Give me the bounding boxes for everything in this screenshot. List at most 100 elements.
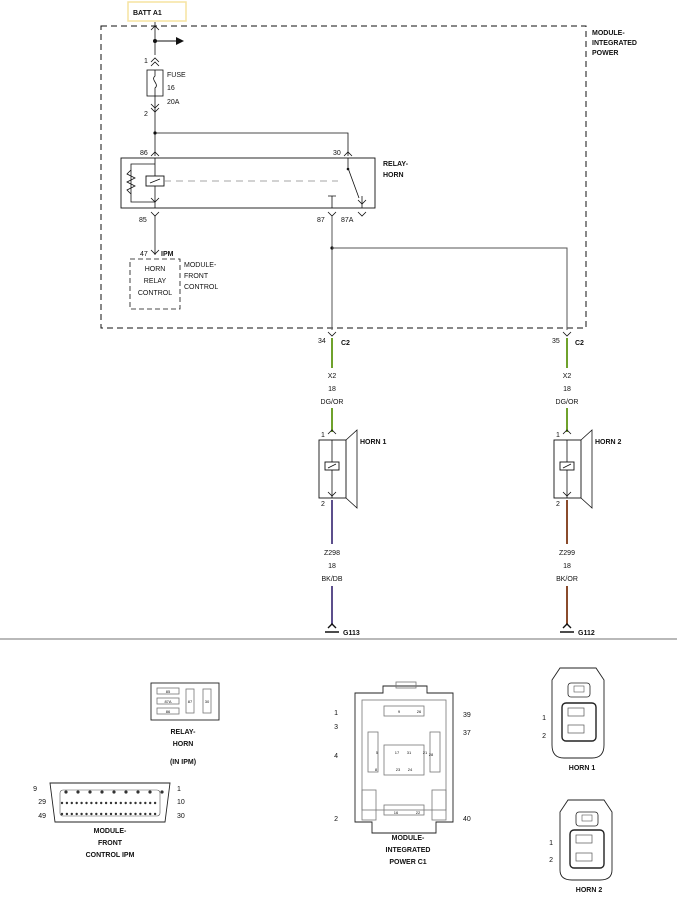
mip-pin-39: 39	[463, 712, 471, 719]
fuse-label: FUSE	[167, 72, 186, 79]
horn1-winding-icon	[327, 463, 337, 469]
mfc-pin-dot	[124, 801, 127, 805]
left-ground-label: G113	[343, 630, 360, 637]
horn2-body	[553, 439, 582, 499]
mfc-pin-dot	[60, 801, 64, 805]
mfc-pin-dot	[112, 790, 116, 794]
relay-conn-label-2: HORN	[173, 741, 194, 748]
horn2-pin-bottom: 2	[556, 501, 560, 508]
left-ground-color: BK/DB	[321, 576, 342, 583]
mfc-pin-dot	[90, 812, 93, 816]
ipm-horn-relay-control-box	[129, 258, 181, 310]
right-wire-color: DG/OR	[556, 399, 579, 406]
mip-inner-9: 9	[398, 709, 401, 714]
mfc-pin-dot	[153, 801, 157, 805]
g112-ground-icon	[560, 623, 574, 633]
mfc-label-2: FRONT	[98, 840, 123, 847]
mip-pin-3: 3	[334, 724, 338, 731]
mfc-pin-dot	[75, 801, 78, 805]
fuse-element-icon	[153, 70, 157, 96]
mfc-pin-dot	[95, 812, 98, 816]
horn1-symbol: 1 HORN 1 2	[318, 429, 387, 509]
relay-name-1: RELAY-	[383, 161, 409, 168]
ipm-module-1: MODULE-	[184, 262, 217, 269]
horn2-winding-icon	[562, 463, 572, 469]
relay-resistor-icon	[126, 169, 136, 195]
mfc-pin-dot	[119, 812, 123, 816]
right-ground-label: G112	[578, 630, 595, 637]
relay-pin-87: 87	[317, 217, 325, 224]
relay-cav-30: 30	[205, 699, 210, 704]
left-connector: C2	[341, 340, 350, 347]
horn2-bottom-chevron-icon	[562, 491, 572, 497]
relay-conn-label-3: (IN IPM)	[170, 759, 196, 766]
relay-86-chevron-icon	[150, 151, 160, 157]
relay-conn-label-1: RELAY-	[170, 729, 196, 736]
right-ground-gauge: 18	[563, 563, 571, 570]
right-circuit: X2	[563, 373, 572, 380]
horn2-bell-icon	[580, 429, 593, 509]
relay-87a-chevron-icon	[357, 211, 367, 217]
fuse-pin-top: 1	[144, 58, 148, 65]
mip-c1-label-2: INTEGRATED	[386, 847, 431, 854]
coil-winding-icon	[149, 178, 161, 184]
mfc-pin-dot	[85, 812, 88, 816]
horn2-symbol: 1 HORN 2 2	[553, 429, 622, 509]
batt-highlight	[127, 1, 187, 22]
ipm-pin-chevron-icon	[150, 249, 160, 255]
mfc-pin-29: 29	[38, 799, 46, 806]
mfc-pin-dot	[76, 790, 80, 794]
mfc-pin-dot	[144, 801, 147, 805]
relay-30-chevron-icon	[343, 151, 353, 157]
right-connector: C2	[575, 340, 584, 347]
mfc-pin-30: 30	[177, 813, 185, 820]
left-wire-color: DG/OR	[321, 399, 344, 406]
mfc-pin-dot	[100, 790, 104, 794]
mfc-pin-dot	[160, 790, 164, 794]
mfc-pin-dot	[134, 812, 137, 816]
mfc-pin-dot	[90, 801, 93, 805]
ipm-connector: IPM	[161, 251, 174, 258]
mfc-pin-dot	[109, 812, 113, 816]
relay-87-chevron-icon	[327, 211, 337, 217]
horn1-bell-icon	[345, 429, 358, 509]
ipm-pin: 47	[140, 251, 148, 258]
mfc-pin-dot	[88, 790, 92, 794]
horn2-pin-top: 1	[556, 432, 560, 439]
mfc-label-1: MODULE-	[94, 828, 127, 835]
mfc-pin-dot	[80, 801, 83, 805]
mfc-pin-dot	[100, 812, 103, 816]
mfc-pin-dot	[114, 801, 118, 805]
mfc-pin-9: 9	[33, 786, 37, 793]
switch-pivot	[346, 167, 350, 171]
mip-inner-8: 8	[375, 767, 378, 772]
mfc-pin-dot	[64, 790, 68, 794]
mfc-pin-dot	[119, 801, 123, 805]
mip-c1-label-1: MODULE-	[392, 835, 425, 842]
relay-87-contact	[328, 195, 336, 208]
horn1-name: HORN 1	[360, 439, 387, 446]
mfc-pin-dot	[139, 801, 142, 805]
mfc-pin-dot	[70, 801, 74, 805]
mfc-pin-dot	[65, 812, 69, 816]
mip-inner-22: 22	[416, 810, 421, 815]
horn1-pin-bottom: 2	[321, 501, 325, 508]
horn2-top-chevron-icon	[562, 429, 572, 435]
horn2-conn-pin-2: 2	[549, 857, 553, 864]
horn1-conn-pin-1: 1	[542, 715, 546, 722]
mfc-pin-dot	[114, 812, 118, 816]
mfc-pin-1: 1	[177, 786, 181, 793]
batt-a1-label: BATT A1	[127, 1, 187, 22]
mip-pin-2: 2	[334, 816, 338, 823]
mfc-pin-dot	[129, 812, 132, 816]
fuse-pin-bottom: 2	[144, 111, 148, 118]
mfc-ipm-connector-view: 9 29 49 1 10 30 MODULE- FRONT CONTROL IP…	[33, 782, 185, 859]
mfc-pin-dot	[149, 801, 152, 805]
fuse-top-chevron-icon	[150, 57, 160, 67]
mip-pin-37: 37	[463, 730, 471, 737]
left-circuit: X2	[328, 373, 337, 380]
mip-inner-16: 16	[394, 810, 399, 815]
relay-cav-86: 86	[166, 709, 171, 714]
mip-inner-26: 26	[417, 709, 422, 714]
left-pin: 34	[318, 338, 326, 345]
